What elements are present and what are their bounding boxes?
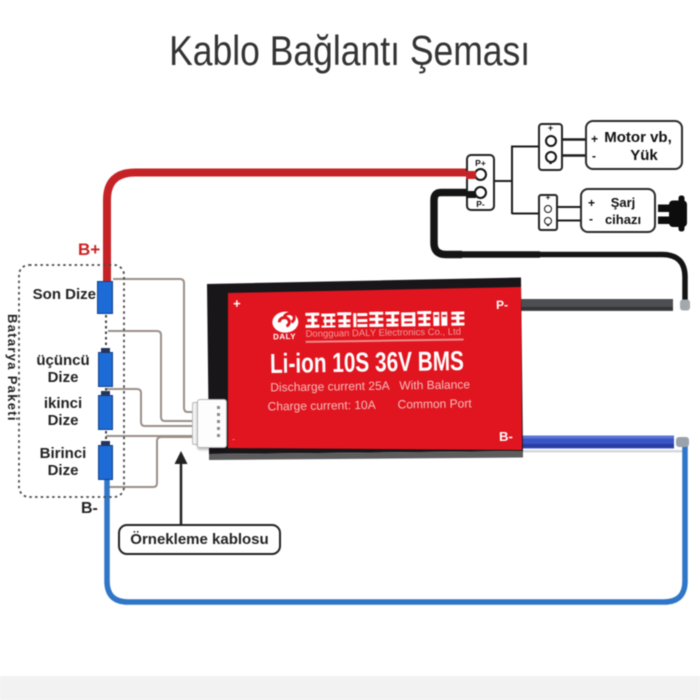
svg-text:DALY: DALY [273,332,296,341]
